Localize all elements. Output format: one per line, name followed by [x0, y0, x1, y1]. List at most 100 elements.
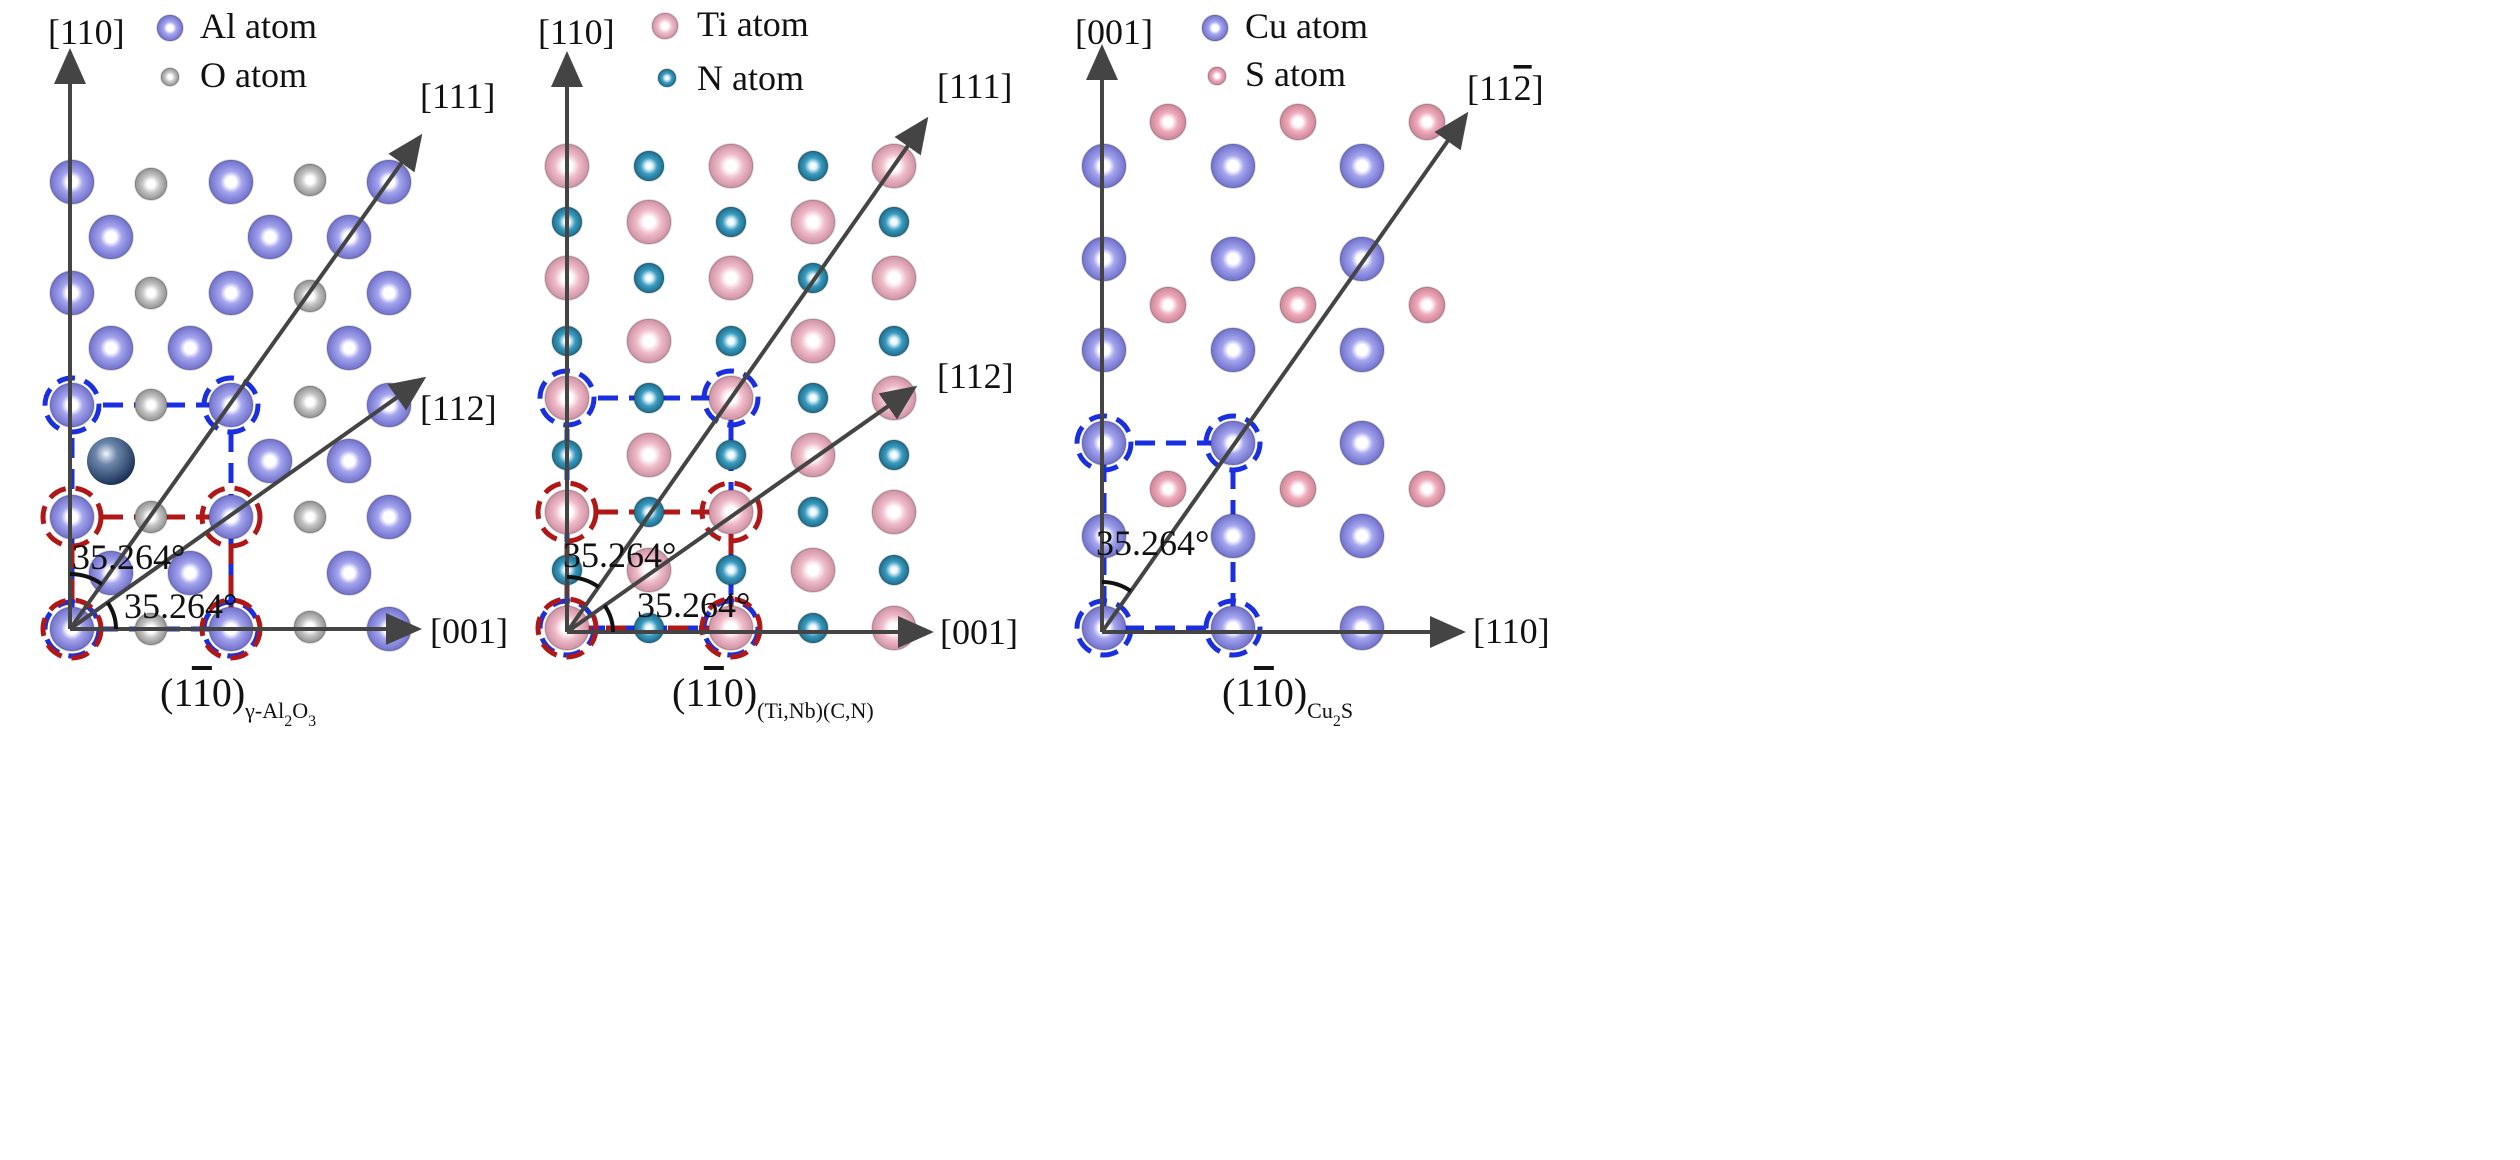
title-sub4: 3 [308, 713, 316, 730]
title-bar: 1 [704, 670, 724, 715]
title-sub2: 2 [1333, 713, 1341, 730]
cu-atom [1210, 327, 1256, 373]
n-atom [633, 612, 665, 644]
title-sub3: O [292, 698, 308, 723]
legend-s-label: S atom [1245, 54, 1346, 94]
s-atom [1279, 286, 1317, 324]
panel-title: (110)(Ti,Nb)(C,N) [672, 670, 874, 723]
axis-label-111: [111] [937, 66, 1012, 106]
cu-atom [1339, 143, 1385, 189]
angle-arc-1 [1101, 580, 1133, 593]
axis-label-111: [111] [420, 76, 495, 116]
title-prefix: (1 [160, 670, 192, 715]
n-atom [878, 439, 910, 471]
axis-label-112: [112] [420, 388, 497, 428]
ti-atom [708, 143, 754, 189]
axis-111-arrow [68, 133, 423, 631]
axis-label-horizontal: [110] [1473, 611, 1550, 651]
title-sub3: S [1341, 698, 1353, 723]
title-sub: Cu [1307, 698, 1333, 723]
angle-label-1: 35.264° [563, 535, 676, 575]
angle-arc-1 [566, 575, 600, 589]
al-atom [167, 325, 213, 371]
axis-label-vertical: [110] [48, 12, 125, 52]
cu-atom [1339, 605, 1385, 651]
legend-o-swatch [160, 67, 180, 87]
al-atom [326, 550, 372, 596]
blue-marker-ring [701, 368, 761, 428]
al-atom [247, 438, 293, 484]
n-atom [797, 150, 829, 182]
n-atom [797, 612, 829, 644]
ti-atom [708, 605, 754, 651]
axis-111-arrow [565, 116, 929, 634]
angle-arc-1 [69, 572, 103, 586]
ti-atom [790, 547, 836, 593]
al-atom [326, 325, 372, 371]
axis-112-arrow [565, 385, 918, 634]
panel-title: (110)Cu2S [1222, 670, 1353, 730]
n-atom [878, 554, 910, 586]
cu-atom [1210, 143, 1256, 189]
al-atom [366, 270, 412, 316]
blue-marker-ring [1203, 598, 1263, 658]
legend-ti-swatch [651, 12, 679, 40]
n-atom [878, 206, 910, 238]
al-atom [208, 159, 254, 205]
o-atom [134, 167, 168, 201]
n-atom [715, 325, 747, 357]
red-marker-ring [535, 596, 599, 660]
n-atom [633, 150, 665, 182]
axis-label-vertical: [001] [1075, 12, 1153, 52]
title-sub: γ-Al [244, 698, 284, 723]
ti-atom [626, 199, 672, 245]
angle-label-2: 35.264° [124, 586, 237, 626]
ti-atom [790, 318, 836, 364]
title-sub2: 2 [284, 713, 292, 730]
red-marker-ring [699, 596, 763, 660]
cu-atom [1210, 236, 1256, 282]
ti-atom [708, 255, 754, 301]
s-atom [1408, 286, 1446, 324]
o-atom [293, 385, 327, 419]
title-prefix: (1 [672, 670, 704, 715]
al-atom [208, 270, 254, 316]
cu-atom [1210, 513, 1256, 559]
angle-label-1: 35.264° [1096, 523, 1209, 563]
red-marker-ring [699, 480, 763, 544]
axis-label-vertical: [110] [538, 12, 615, 52]
axis-label-part: ] [1532, 68, 1544, 108]
cu-atom [1339, 327, 1385, 373]
legend-cu-swatch [1201, 14, 1229, 42]
al-atom [326, 438, 372, 484]
axis-112-arrow [68, 376, 427, 631]
angle-arc-2 [105, 601, 118, 630]
n-atom [633, 262, 665, 294]
red-marker-ring [199, 485, 263, 549]
s-atom [1408, 470, 1446, 508]
s-atom [1149, 470, 1187, 508]
cu-atom [1339, 420, 1385, 466]
axis-label-horizontal: [001] [430, 611, 508, 651]
legend-al-label: Al atom [200, 6, 317, 46]
al-atom [167, 550, 213, 596]
n-atom [715, 554, 747, 586]
o-atom [134, 276, 168, 310]
n-atom [797, 496, 829, 528]
s-atom [1408, 103, 1446, 141]
panel-title: (110)γ-Al2O3 [160, 670, 316, 730]
ti-atom [626, 432, 672, 478]
n-atom [878, 325, 910, 357]
s-atom [1149, 103, 1187, 141]
o-atom [293, 500, 327, 534]
al-atom [88, 214, 134, 260]
n-atom [797, 382, 829, 414]
al-atom [247, 214, 293, 260]
al-atom [88, 325, 134, 371]
title-mid: 0) [1274, 670, 1307, 715]
title-mid: 0) [724, 670, 757, 715]
legend-s-swatch [1207, 66, 1227, 86]
axis-112bar-arrow [1100, 111, 1469, 634]
s-atom [1279, 470, 1317, 508]
